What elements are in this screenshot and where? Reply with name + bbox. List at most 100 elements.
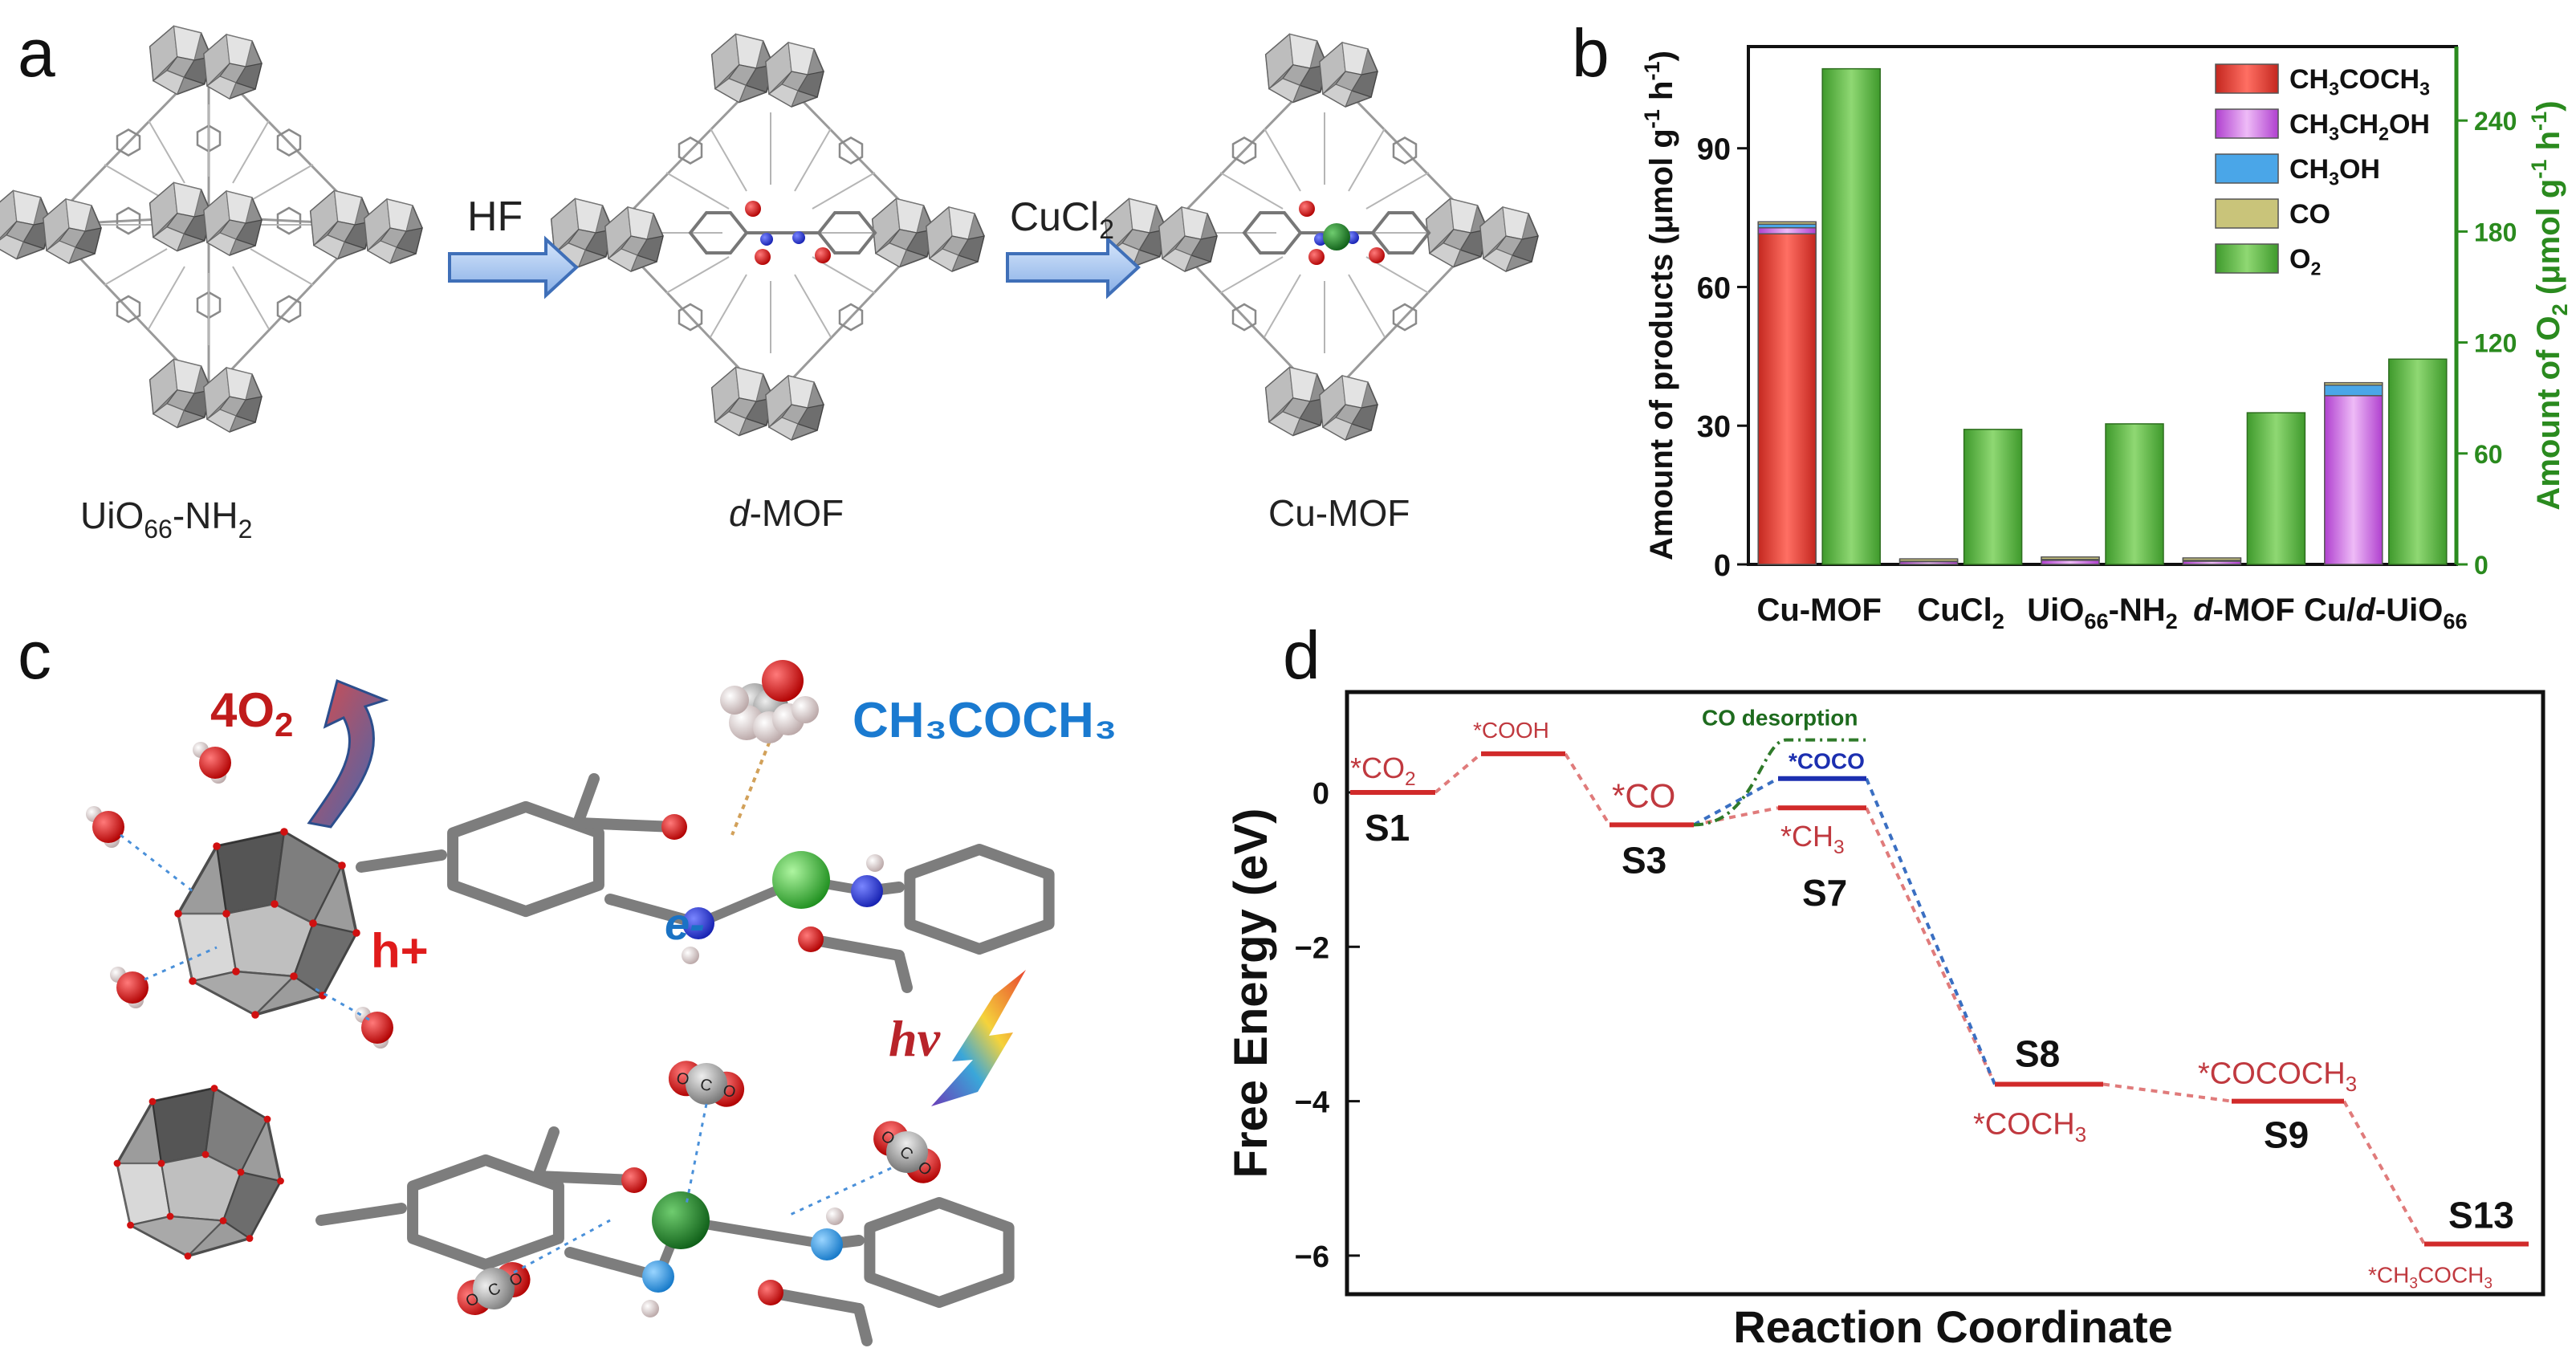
hydrogen-bond <box>120 833 193 893</box>
species-label: *CO <box>1612 776 1675 814</box>
product-bar <box>1757 227 1817 234</box>
linker-bond <box>1219 172 1284 210</box>
product-bar <box>2324 381 2383 386</box>
water-molecule-icon <box>193 742 231 784</box>
x-tick-label: UiO66-NH2 <box>2027 593 2178 633</box>
state-label: S8 <box>2015 1032 2060 1074</box>
zr-cluster-icon <box>203 366 262 433</box>
carbonyl-bond <box>893 950 913 993</box>
y-right-tick-label: 240 <box>2474 107 2517 136</box>
linker-bond <box>710 128 747 192</box>
linker-bond <box>572 817 680 833</box>
hole-label: h+ <box>371 924 429 978</box>
species-label: *CO2 <box>1350 751 1416 790</box>
benzene-ring-icon <box>678 136 703 165</box>
species-label: *COCO <box>1789 749 1865 774</box>
panel-c-letter: c <box>18 617 51 693</box>
step-connector <box>1434 752 1483 794</box>
zr-cluster-icon <box>149 181 213 252</box>
panel-d-letter: d <box>1283 617 1321 693</box>
linker-bond <box>232 266 270 330</box>
copper-atom <box>652 1191 710 1249</box>
co-desorption-path <box>1693 738 1866 827</box>
oxygen-atom <box>277 1177 284 1185</box>
y-tick-label: 90 <box>1697 133 1731 167</box>
oxygen-atom <box>189 977 197 985</box>
zr-cluster-icon <box>604 206 664 272</box>
oxygen-atom <box>290 972 298 980</box>
legend-label: CO <box>2289 199 2330 230</box>
interaction-line <box>685 1103 708 1205</box>
zr-cluster-icon <box>1425 198 1489 268</box>
copper-atom <box>772 851 830 909</box>
panel-a-letter: a <box>18 15 55 91</box>
linker-bond <box>805 934 905 961</box>
y-tick-label: −6 <box>1295 1240 1329 1274</box>
hydrogen-atom <box>682 947 699 964</box>
d-mof-structure <box>550 33 985 441</box>
zr-cluster-icon <box>149 358 213 429</box>
x-tick-label: d-MOF <box>2193 593 2295 628</box>
state-label: S13 <box>2448 1195 2514 1236</box>
step-connector <box>2102 1082 2232 1103</box>
hydrogen-atom <box>641 1300 659 1317</box>
zr-cluster-icon <box>765 374 824 441</box>
step-connector <box>1693 776 1779 827</box>
zr-cluster-icon <box>0 189 52 260</box>
zr-cluster-icon <box>1264 366 1329 437</box>
y-right-axis-label: Amount of O2 (μmol g-1 h-1) <box>2526 100 2572 510</box>
hf-arrow: HF <box>448 193 579 299</box>
oxygen-atom <box>621 1167 647 1193</box>
legend-label: CH3CH2OH <box>2289 109 2430 145</box>
cu-mof-structure <box>1104 33 1539 441</box>
carbonyl-bond <box>853 1303 873 1346</box>
oxygen-atom <box>222 910 230 918</box>
linker-bond <box>812 172 876 210</box>
oxygen-atom <box>246 1235 254 1242</box>
hydrogen-atom <box>826 1207 844 1225</box>
svg-text:C: C <box>698 1075 714 1095</box>
lightning-icon <box>931 970 1026 1106</box>
benzene-ring-icon <box>838 136 864 165</box>
state-label: S7 <box>1802 872 1847 914</box>
panel-a: a HF CuCl2 UiO66-NH2 d-MOF Cu-MOF <box>0 15 1539 544</box>
svg-text:O: O <box>721 1081 738 1102</box>
oxygen-atom <box>815 247 831 263</box>
linker-bond <box>1219 256 1284 294</box>
zr-cluster-icon <box>203 33 262 100</box>
panel-b-letter: b <box>1572 15 1609 91</box>
benzene-ring-icon <box>1392 303 1418 332</box>
oxygen-atom <box>280 828 288 836</box>
zr-cluster-icon <box>1479 206 1539 272</box>
electron-label: e- <box>665 898 705 949</box>
product-bar <box>1757 233 1817 565</box>
uio66-nh2-structure <box>0 25 423 433</box>
nitrogen-atom <box>682 907 714 939</box>
species-label: *CH3 <box>1780 820 1845 858</box>
linker-bond <box>665 256 730 294</box>
species-label: *COCOCH3 <box>2198 1057 2357 1097</box>
legend-label: CH3OH <box>2289 154 2380 189</box>
benzene-ring-icon <box>116 128 141 157</box>
carbonyl-bond <box>532 1126 560 1182</box>
y-right-tick-label: 0 <box>2474 551 2489 580</box>
oxygen-atom <box>237 1168 245 1176</box>
benzene-ring-icon <box>407 1154 564 1271</box>
oxygen-atom <box>745 201 761 217</box>
oxygen-atom <box>352 929 360 937</box>
o2-bar <box>1821 67 1881 565</box>
curved-arrow-icon <box>307 678 389 829</box>
oxygen-atom <box>1369 247 1385 263</box>
linker-bond <box>1264 274 1301 338</box>
linker-bond <box>1264 128 1301 192</box>
water-molecule-icon <box>110 967 149 1008</box>
benzene-ring-icon <box>1392 136 1418 165</box>
oxygen-atom <box>219 1217 227 1224</box>
zr-cluster-icon <box>1158 206 1218 272</box>
zr-cluster-icon <box>710 33 775 104</box>
zr-cluster-icon <box>1319 374 1378 441</box>
x-axis-label: Reaction Coordinate <box>1733 1301 2173 1352</box>
